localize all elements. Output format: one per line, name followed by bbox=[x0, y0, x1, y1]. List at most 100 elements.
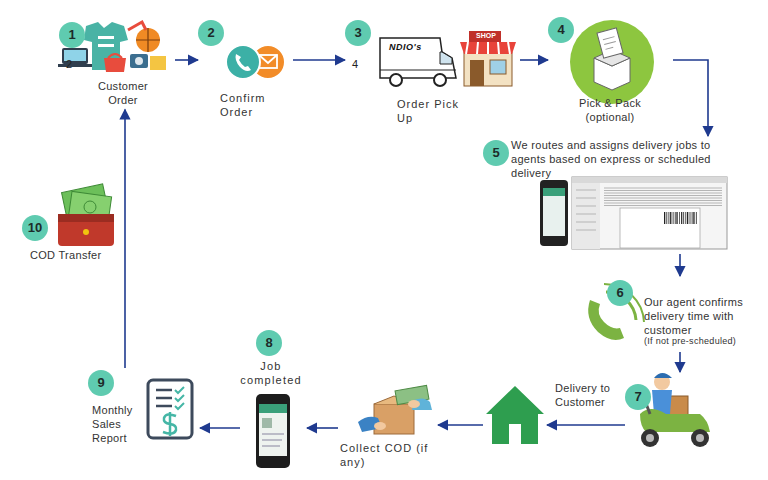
house-icon-part bbox=[509, 424, 521, 444]
shop-building-part bbox=[490, 60, 506, 74]
scooter-courier-part bbox=[696, 434, 704, 442]
flow-step: 5We routes and assigns delivery jobs to … bbox=[483, 136, 743, 254]
step-caption: Our agent confirms delivery time with cu… bbox=[644, 296, 762, 337]
dispatch-app-part-part bbox=[670, 212, 671, 224]
callout-number: 1 bbox=[59, 22, 85, 48]
products-icon-part bbox=[98, 36, 114, 39]
callout-number: 5 bbox=[483, 140, 509, 166]
delivery-van-part bbox=[440, 52, 452, 64]
flow-step: 8Job completed bbox=[240, 330, 307, 470]
products-icon-part bbox=[108, 54, 122, 58]
phone-icon-part bbox=[256, 394, 290, 468]
dispatch-app-part-part bbox=[664, 212, 665, 224]
scooter-courier-part bbox=[654, 373, 672, 378]
confirm-icon-part bbox=[259, 55, 277, 68]
dispatch-app-part-part bbox=[696, 212, 698, 224]
step-caption: Monthly Sales Report bbox=[92, 404, 144, 445]
flow-step: Delivery to Customer bbox=[483, 380, 547, 446]
shop-building-part bbox=[469, 31, 501, 42]
phone-handset-part bbox=[588, 300, 624, 340]
step-caption: Customer Order bbox=[92, 80, 154, 108]
dispatch-app-part-part bbox=[604, 195, 722, 196]
products-icon-part bbox=[58, 64, 92, 67]
products-icon-part bbox=[98, 44, 114, 47]
delivery-van-part bbox=[390, 74, 402, 86]
flow-step: 9Monthly Sales Report bbox=[88, 368, 200, 447]
delivery-van bbox=[380, 38, 456, 86]
dispatch-app-part-part bbox=[693, 212, 694, 224]
van-lettering: NDIO's bbox=[389, 43, 422, 53]
confirm-icon-part bbox=[226, 45, 260, 79]
dispatch-app-part-part bbox=[604, 198, 722, 199]
shop-sign-text: SHOP bbox=[476, 32, 496, 40]
products-icon-part bbox=[135, 57, 143, 65]
callout-number: 10 bbox=[22, 215, 48, 241]
flow-arrow bbox=[520, 59, 548, 61]
report-icon-part bbox=[148, 380, 192, 438]
dispatch-app-part bbox=[572, 177, 727, 249]
scooter-courier-part bbox=[641, 429, 659, 447]
shop-building-part bbox=[466, 42, 510, 54]
delivery-van-part bbox=[434, 74, 446, 86]
flow-arrow bbox=[175, 59, 198, 61]
dispatch-app-part-part bbox=[576, 222, 596, 223]
step-caption: Delivery to Customer bbox=[555, 382, 621, 410]
dispatch-app-part-part bbox=[576, 230, 596, 231]
dispatch-app-part-part bbox=[687, 212, 688, 224]
dispatch-app-part bbox=[572, 183, 600, 249]
shop-building-part bbox=[470, 60, 484, 86]
phone-icon-part bbox=[262, 434, 284, 446]
cash-handover-part bbox=[374, 422, 386, 430]
products-icon-part bbox=[150, 56, 166, 70]
dispatch-app-part-part bbox=[675, 212, 676, 224]
report-icon-part bbox=[163, 412, 176, 436]
dispatch-app-part-part bbox=[683, 212, 685, 224]
flow-arrow bbox=[679, 352, 681, 372]
dispatch-app-part-part bbox=[604, 190, 722, 191]
flow-step: 6Our agent confirms delivery time with c… bbox=[580, 276, 765, 352]
dispatch-app-part-part bbox=[604, 188, 722, 189]
cash-handover-part bbox=[374, 404, 414, 434]
confirm-icon bbox=[226, 45, 285, 79]
callout-number: 2 bbox=[198, 20, 224, 46]
dispatch-app-part bbox=[664, 212, 697, 224]
pack-icon-part bbox=[570, 20, 654, 104]
confirm-icon-part bbox=[236, 54, 252, 71]
scooter-courier-part bbox=[691, 429, 709, 447]
flow-step: 4Pick & Pack (optional) bbox=[548, 15, 673, 127]
products-icon bbox=[58, 22, 166, 72]
phone-icon-part bbox=[259, 404, 287, 456]
step-caption: Order Pick Up bbox=[397, 98, 471, 126]
step-caption: Job completed bbox=[237, 360, 305, 388]
dispatch-app bbox=[540, 177, 727, 249]
dispatch-app-part-part bbox=[604, 193, 722, 194]
dispatch-app-part-part bbox=[576, 198, 596, 199]
step-caption: Pick & Pack (optional) bbox=[558, 97, 662, 125]
products-icon-part bbox=[128, 22, 146, 30]
dispatch-app-part-part bbox=[576, 214, 596, 215]
report-icon-part bbox=[175, 387, 184, 409]
phone-icon-part bbox=[259, 404, 287, 413]
dispatch-app-part-part bbox=[576, 206, 596, 207]
confirm-icon-part bbox=[259, 55, 277, 63]
callout-number: 8 bbox=[256, 330, 282, 356]
step-caption: (If not pre-scheduled) bbox=[644, 336, 762, 347]
step-caption: Collect COD (if any) bbox=[340, 442, 430, 470]
dispatch-app-part-part bbox=[665, 212, 667, 224]
callout-number: 9 bbox=[88, 370, 114, 396]
cash-handover-part bbox=[408, 400, 420, 408]
dispatch-app-part-part bbox=[673, 212, 675, 224]
products-icon-part bbox=[136, 28, 160, 52]
dispatch-app-part-part bbox=[684, 212, 686, 224]
wallet-icon-part bbox=[84, 201, 96, 213]
phone-icon-part bbox=[262, 418, 272, 428]
dispatch-app-part bbox=[572, 177, 727, 183]
callout-number: 7 bbox=[625, 384, 651, 410]
report-icon bbox=[148, 380, 192, 438]
flow-step: 7 bbox=[625, 372, 717, 450]
callout-number: 3 bbox=[345, 20, 371, 46]
step-caption: We routes and assigns delivery jobs to a… bbox=[511, 139, 739, 180]
scooter-courier bbox=[640, 373, 710, 447]
wallet-icon bbox=[58, 184, 114, 246]
